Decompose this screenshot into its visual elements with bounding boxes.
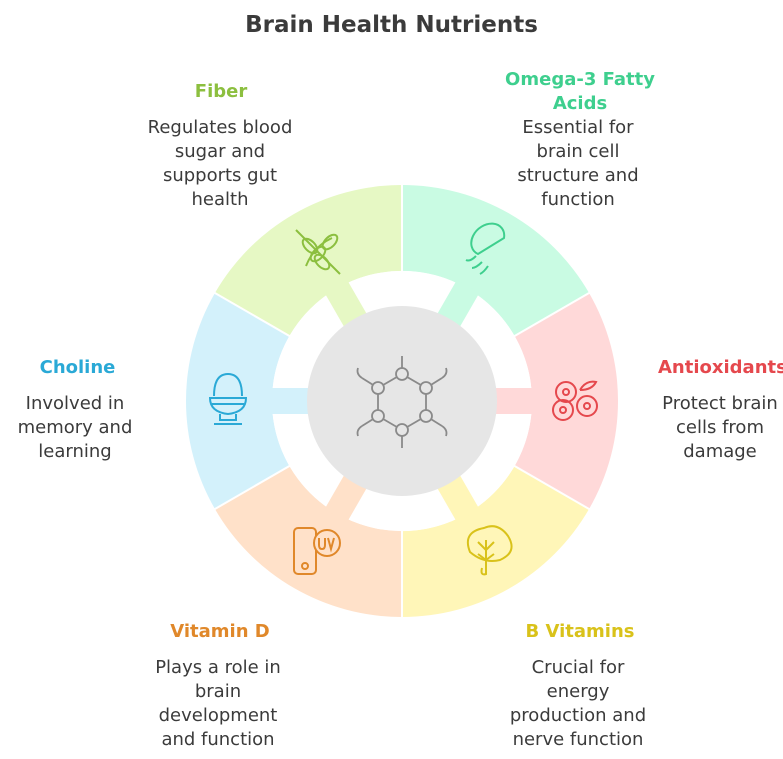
page-title: Brain Health Nutrients [245,12,538,38]
segment-vitamind [214,466,402,617]
desc-bvitamins: Crucial for energy production and nerve … [509,657,647,750]
uv-phone-icon [293,527,341,575]
segment-divider [512,464,592,511]
segment-omega [402,185,590,336]
no-wheat-icon [295,229,341,275]
connector-top-bvitamins [436,474,480,522]
segment-divider [512,291,592,338]
brain-tree-icon [466,525,513,576]
connector-top-antioxidants [494,388,534,414]
connector-top-omega [436,280,480,328]
jellyfish-icon [465,222,506,275]
center-disc [307,306,497,496]
label-antioxidants: Antioxidants [658,357,783,378]
segment-choline [185,293,290,509]
desc-omega: Essential for brain cell structure and f… [517,117,639,210]
desc-fiber: Regulates blood sugar and supports gut h… [147,117,293,210]
label-omega: Omega-3 Fatty Acids [505,69,655,114]
desc-antioxidants: Protect brain cells from damage [662,393,778,462]
segment-divider [212,291,292,338]
label-choline: Choline [39,357,116,378]
label-vitamind: Vitamin D [170,621,270,642]
segment-divider [212,464,292,511]
molecule-icon [356,356,448,448]
connector-top-fiber [324,280,368,328]
connector-top-vitamind [324,474,368,522]
label-bvitamins: B Vitamins [525,621,635,642]
desc-vitamind: Plays a role in brain development and fu… [155,657,281,750]
label-fiber: Fiber [194,81,248,102]
connector-top-choline [270,388,310,414]
egg-cup-icon [208,372,248,425]
berries-icon [552,380,598,421]
desc-choline: Involved in memory and learning [17,393,133,462]
segment-bvitamins [402,466,590,617]
